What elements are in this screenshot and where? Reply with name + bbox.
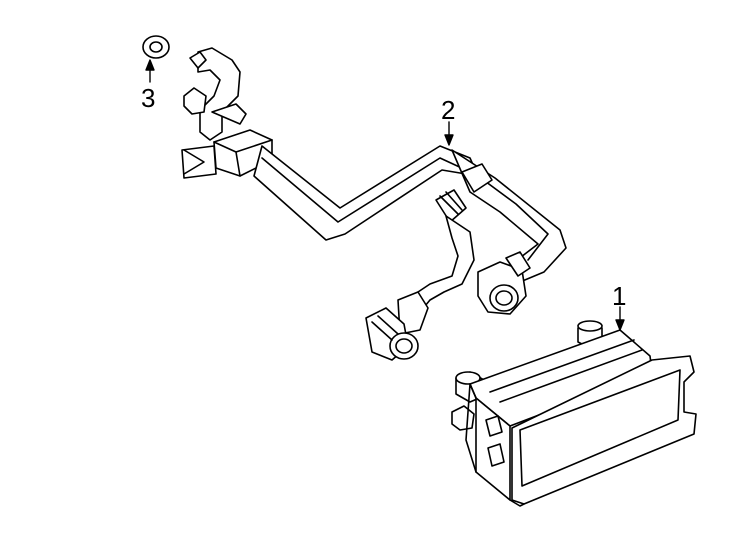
leader-lines [145, 59, 625, 331]
arrowhead-2 [444, 134, 454, 146]
arrowhead-1 [615, 319, 625, 331]
arrowhead-3 [145, 59, 155, 71]
oil-cooler-part [451, 320, 697, 507]
seal-ring-part [142, 35, 170, 59]
callout-3: 3 [141, 83, 156, 113]
cooler-lines-part [181, 47, 567, 361]
callout-1: 1 [612, 281, 627, 311]
callout-2: 2 [441, 95, 456, 125]
